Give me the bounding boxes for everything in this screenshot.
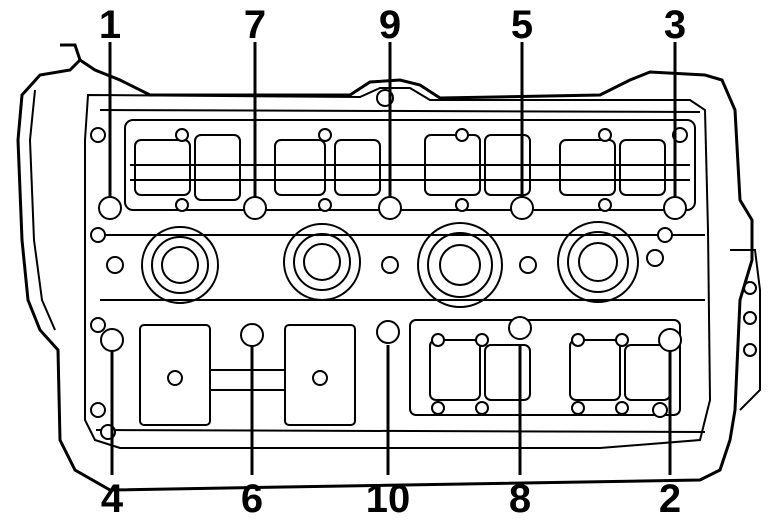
label-bottom-10: 10 <box>366 477 411 521</box>
label-bottom-2: 2 <box>659 477 681 521</box>
label-top-9: 9 <box>379 3 401 47</box>
lower-camshaft <box>139 319 681 426</box>
bolt-6 <box>240 323 264 347</box>
cover-rim <box>84 87 712 449</box>
cylinder-head-outline <box>16 43 761 492</box>
sequence-labels-top: 1 7 9 5 3 <box>99 3 686 47</box>
upper-camshaft <box>124 119 696 211</box>
label-top-1: 1 <box>99 3 121 47</box>
bolt-8 <box>508 316 532 340</box>
label-top-7: 7 <box>244 3 266 47</box>
label-bottom-6: 6 <box>241 477 263 521</box>
bolt-10 <box>376 320 400 344</box>
bolt-7 <box>243 196 267 220</box>
bolt-5 <box>510 196 534 220</box>
label-top-5: 5 <box>511 3 533 47</box>
spark-plug-tubes <box>100 221 705 308</box>
bolt-9 <box>378 196 402 220</box>
bolt-3 <box>663 196 687 220</box>
label-top-3: 3 <box>664 3 686 47</box>
label-bottom-4: 4 <box>101 477 124 521</box>
bolt-4 <box>100 328 124 352</box>
bolt-1 <box>98 196 122 220</box>
label-bottom-8: 8 <box>509 477 531 521</box>
sequence-labels-bottom: 4 6 10 8 2 <box>101 477 681 521</box>
bolt-2 <box>658 328 682 352</box>
numbered-bolts <box>98 42 687 475</box>
